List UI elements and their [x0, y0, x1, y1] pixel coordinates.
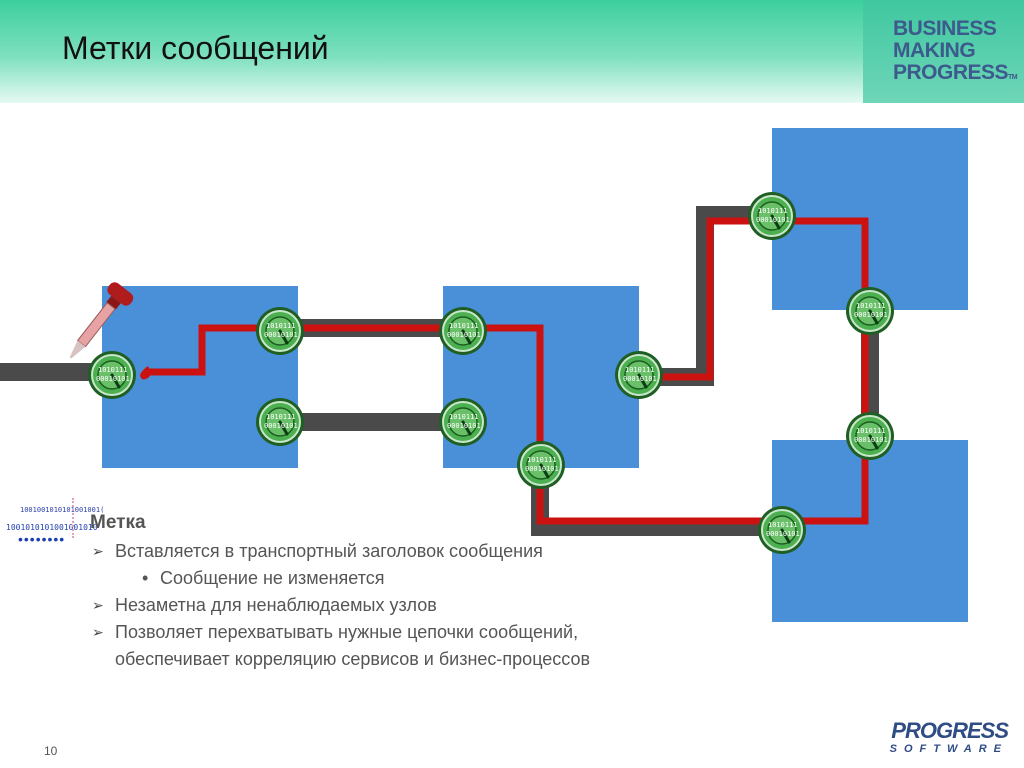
- node-binary-line-1: 1010111: [449, 413, 479, 421]
- node-binary-line-1: 1010111: [856, 427, 886, 435]
- node-binary-line-1: 1010111: [266, 322, 296, 330]
- brand-logo: BUSINESS MAKING PROGRESSTM: [863, 0, 1024, 103]
- node-binary-line-2: 00010101: [525, 465, 559, 473]
- node-binary-line-2: 00010101: [96, 375, 130, 383]
- brand-line-2: MAKING: [893, 39, 976, 62]
- arrow-bullet-icon: ➢: [92, 624, 104, 640]
- binary-strip-bottom: 1001010101001001010: [6, 523, 98, 532]
- logo-main-text: PROGRESS: [891, 718, 1009, 743]
- slide-header: [0, 0, 863, 103]
- node-binary-line-1: 1010111: [768, 521, 798, 529]
- red-path-segment-3: [782, 436, 869, 525]
- node-binary-line-2: 00010101: [264, 331, 298, 339]
- arrow-bullet-icon: ➢: [92, 597, 104, 613]
- progress-software-logo: PROGRESS SOFTWARE: [868, 718, 1009, 756]
- content-block: Метка ➢ Вставляется в транспортный загол…: [90, 512, 730, 673]
- node-binary-line-1: 1010111: [98, 366, 128, 374]
- red-drop: [140, 366, 151, 380]
- bullet-item: ➢ Вставляется в транспортный заголовок с…: [90, 538, 730, 565]
- node-binary-line-1: 1010111: [856, 302, 886, 310]
- slide-title: Метки сообщений: [62, 30, 329, 66]
- node-binary-line-2: 00010101: [854, 436, 888, 444]
- node-binary-line-2: 00010101: [264, 422, 298, 430]
- node-binary-line-2: 00010101: [623, 375, 657, 383]
- node-binary-line-2: 00010101: [756, 216, 790, 224]
- binary-dots: ••••••••: [18, 531, 66, 547]
- red-path-segment-1: [148, 324, 462, 376]
- node-binary-line-2: 00010101: [854, 311, 888, 319]
- monitoring-nodes: 1010111000101011010111000101011010111000…: [88, 192, 894, 554]
- brand-line-1: BUSINESS: [893, 17, 997, 40]
- binary-strip-top: 1001001010101001001(: [20, 506, 105, 514]
- brand-line-3: PROGRESSTM: [893, 61, 1018, 84]
- node-binary-line-2: 00010101: [447, 331, 481, 339]
- node-binary-line-1: 1010111: [449, 322, 479, 330]
- bullet-item: ➢ Незаметна для ненаблюдаемых узлов: [90, 592, 730, 619]
- sub-bullet-item: • Сообщение не изменяется: [90, 565, 730, 592]
- node-binary-line-2: 00010101: [447, 422, 481, 430]
- message-flow-diagram: 1010111000101011010111000101011010111000…: [0, 128, 968, 622]
- node-binary-line-1: 1010111: [527, 456, 557, 464]
- bullet-text: Незаметна для ненаблюдаемых узлов: [115, 595, 437, 615]
- node-binary-line-1: 1010111: [266, 413, 296, 421]
- binary-vertical-strip: [72, 498, 78, 538]
- page-number: 10: [44, 744, 58, 758]
- trademark-mark: TM: [1008, 74, 1018, 81]
- bullet-item: ➢ Позволяет перехватывать нужные цепочки…: [90, 619, 675, 673]
- content-heading: Метка: [90, 512, 146, 533]
- sub-bullet-text: Сообщение не изменяется: [160, 568, 385, 588]
- node-binary-line-1: 1010111: [758, 207, 788, 215]
- node-binary-line-2: 00010101: [766, 530, 800, 538]
- bullet-text: Позволяет перехватывать нужные цепочки с…: [115, 622, 591, 669]
- dot-bullet-icon: •: [142, 568, 149, 588]
- dropper-icon: [69, 282, 134, 359]
- node-binary-line-1: 1010111: [625, 366, 655, 374]
- wire-up-branch: [640, 206, 770, 386]
- logo-sub-text: SOFTWARE: [889, 743, 1008, 755]
- bullet-text: Вставляется в транспортный заголовок соо…: [115, 541, 543, 561]
- arrow-bullet-icon: ➢: [92, 543, 104, 559]
